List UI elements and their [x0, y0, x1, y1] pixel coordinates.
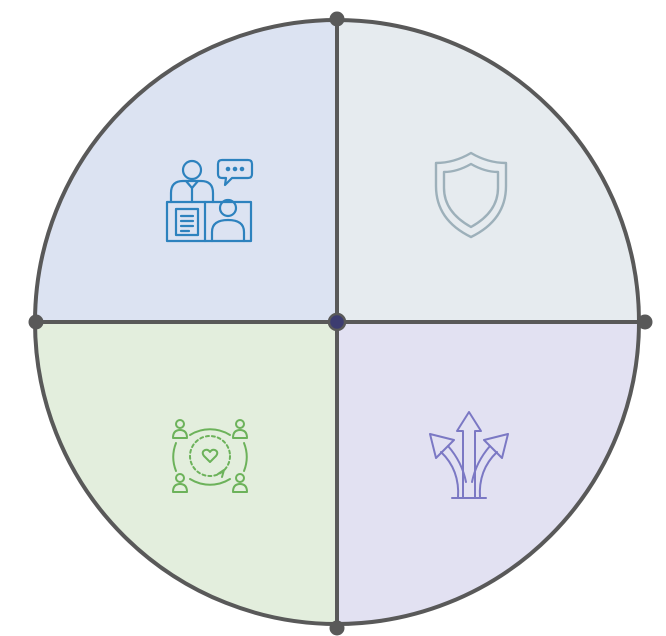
left-dot [28, 314, 44, 330]
quadrant-bottom-left [35, 322, 337, 624]
shield-icon [434, 151, 508, 239]
right-dot [637, 314, 653, 330]
bottom-dot [329, 620, 345, 636]
community-care-cycle-icon [172, 419, 248, 493]
quadrant-bottom-right [337, 322, 639, 624]
top-dot [329, 11, 345, 27]
consultation-desk-icon [165, 158, 254, 243]
center-dot [327, 312, 347, 332]
quadrant-top-left [34, 19, 337, 322]
diverging-arrows-icon [429, 411, 509, 499]
